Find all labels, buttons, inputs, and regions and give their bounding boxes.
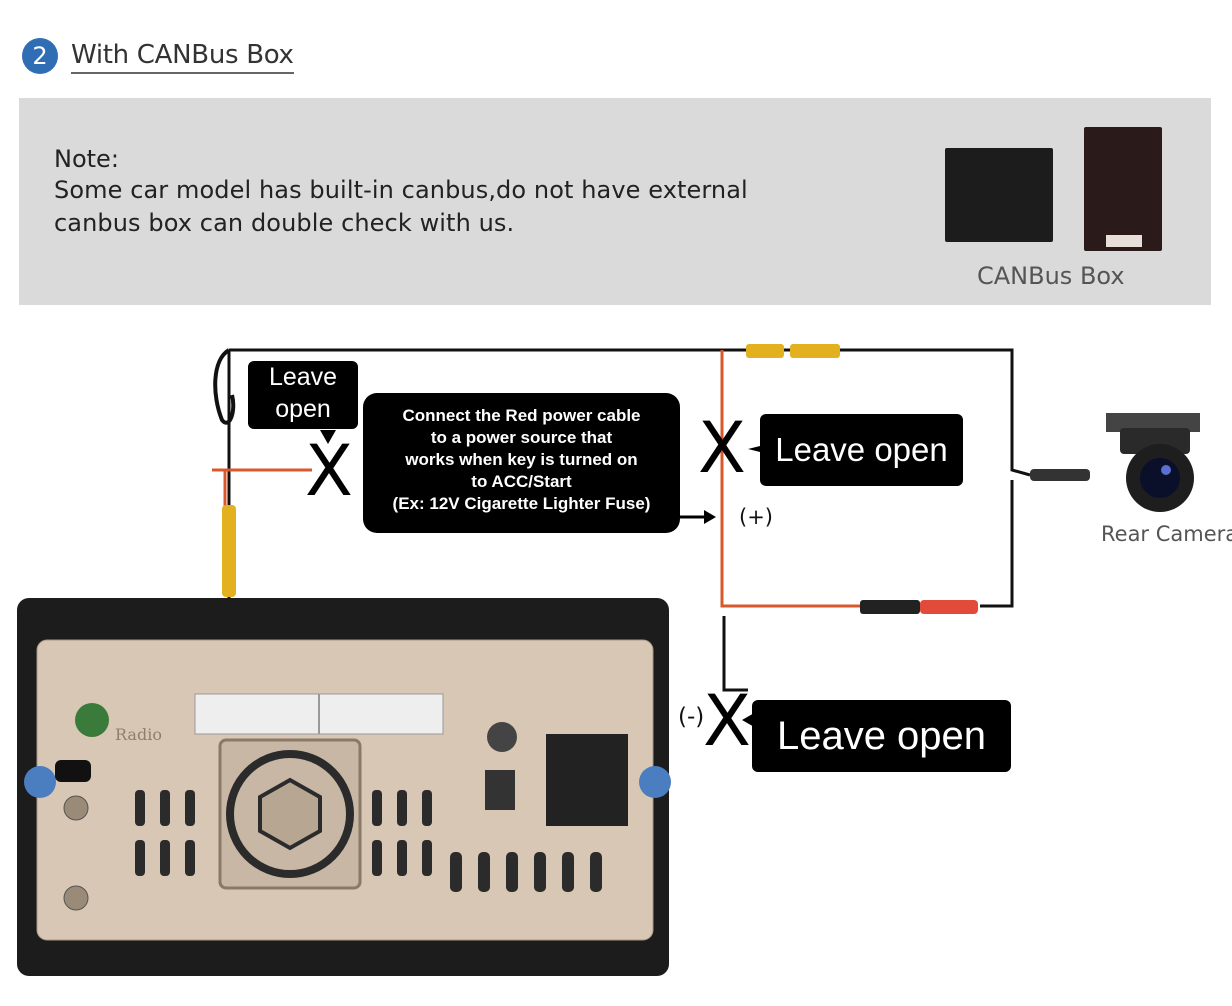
- callout-pointer-top: [320, 430, 336, 444]
- head-unit-image: [17, 598, 671, 976]
- camera-cable-connector: [1030, 469, 1090, 481]
- section-title: With CANBus Box: [71, 40, 294, 74]
- rca-connector-top-right: [790, 344, 840, 358]
- note-line-2: canbus box can double check with us.: [54, 209, 515, 237]
- note-heading: Note:: [54, 145, 119, 173]
- connect-line-3: works when key is turned on: [405, 450, 638, 469]
- arrow-to-plus: [704, 510, 716, 524]
- step-number-badge: 2: [22, 38, 58, 74]
- ground-wire: [722, 616, 748, 692]
- x-mark-top: X: [305, 430, 353, 512]
- callout-leave-open-top-line2: open: [275, 395, 331, 423]
- rear-camera-label: Rear Camera: [1101, 522, 1232, 546]
- callout-leave-open-mid: Leave open: [760, 414, 963, 486]
- connect-line-4: to ACC/Start: [471, 472, 572, 491]
- negative-label: (-): [678, 704, 705, 730]
- callout-leave-open-top: Leave open: [248, 361, 358, 429]
- power-wire-right: [720, 350, 860, 608]
- callout-connect-power: Connect the Red power cable to a power s…: [363, 393, 680, 533]
- radio-engraved-label: Radio: [115, 725, 162, 744]
- connect-line-5: (Ex: 12V Cigarette Lighter Fuse): [392, 494, 651, 513]
- rear-camera-image: [1106, 413, 1200, 512]
- x-mark-bottom: X: [703, 680, 751, 762]
- callout-leave-open-top-line1: Leave: [268, 363, 338, 391]
- canbus-box-image: [945, 148, 1053, 242]
- power-plug-red: [920, 600, 978, 614]
- video-cable: [229, 348, 1031, 477]
- canbus-box-image-alt: [1084, 127, 1162, 251]
- power-plug-black: [860, 600, 920, 614]
- rca-connector-top-left: [746, 344, 784, 358]
- note-line-1: Some car model has built-in canbus,do no…: [54, 176, 748, 204]
- x-mark-mid: X: [698, 407, 746, 489]
- rca-connector-left: [222, 505, 236, 597]
- positive-label: (+): [739, 505, 773, 529]
- connect-line-2: to a power source that: [430, 428, 613, 447]
- canbus-box-label: CANBus Box: [977, 262, 1125, 290]
- coiled-cable: [213, 348, 236, 425]
- callout-leave-open-bottom: Leave open: [752, 700, 1011, 772]
- connect-line-1: Connect the Red power cable: [402, 406, 641, 425]
